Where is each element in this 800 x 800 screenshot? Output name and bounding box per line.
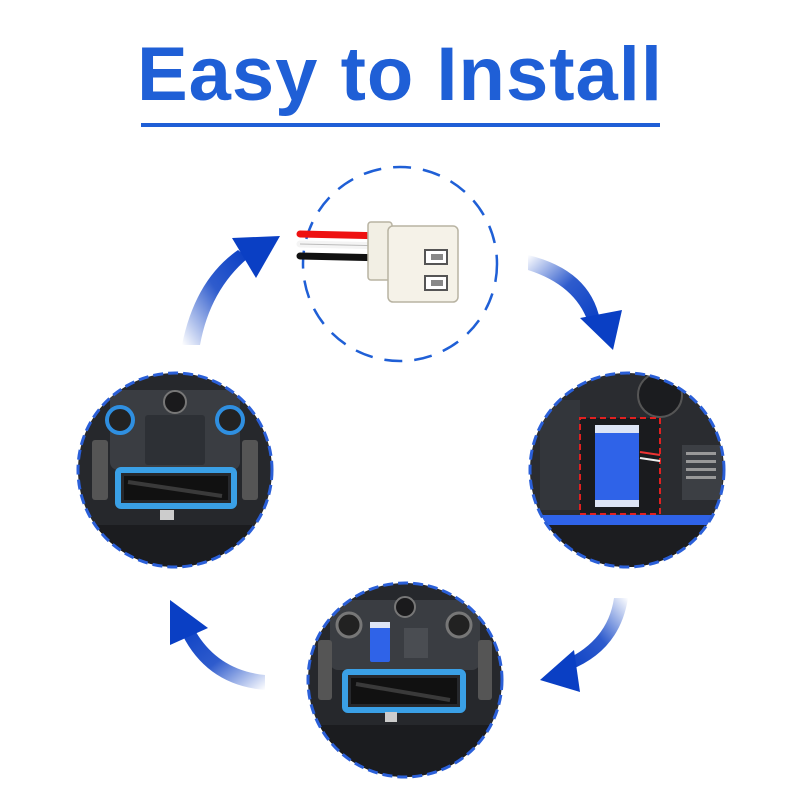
arrow-to-compartment-icon <box>528 255 622 350</box>
step-robot-with-battery <box>306 581 504 779</box>
arrow-to-robot-icon <box>540 598 628 692</box>
battery-connector-icon <box>296 221 459 303</box>
dashed-circle <box>301 165 499 363</box>
step-connector <box>296 165 499 363</box>
arrow-to-closed-icon <box>170 600 265 690</box>
step-battery-compartment <box>528 371 726 569</box>
step-robot-closed <box>76 371 274 569</box>
robot-underside-icon <box>78 373 272 567</box>
page-title: Easy to Install <box>136 32 664 117</box>
battery-compartment-icon <box>530 373 724 567</box>
robot-battery-installed-icon <box>308 583 502 777</box>
title-underline <box>141 123 660 127</box>
arrow-to-connector-icon <box>182 236 280 345</box>
